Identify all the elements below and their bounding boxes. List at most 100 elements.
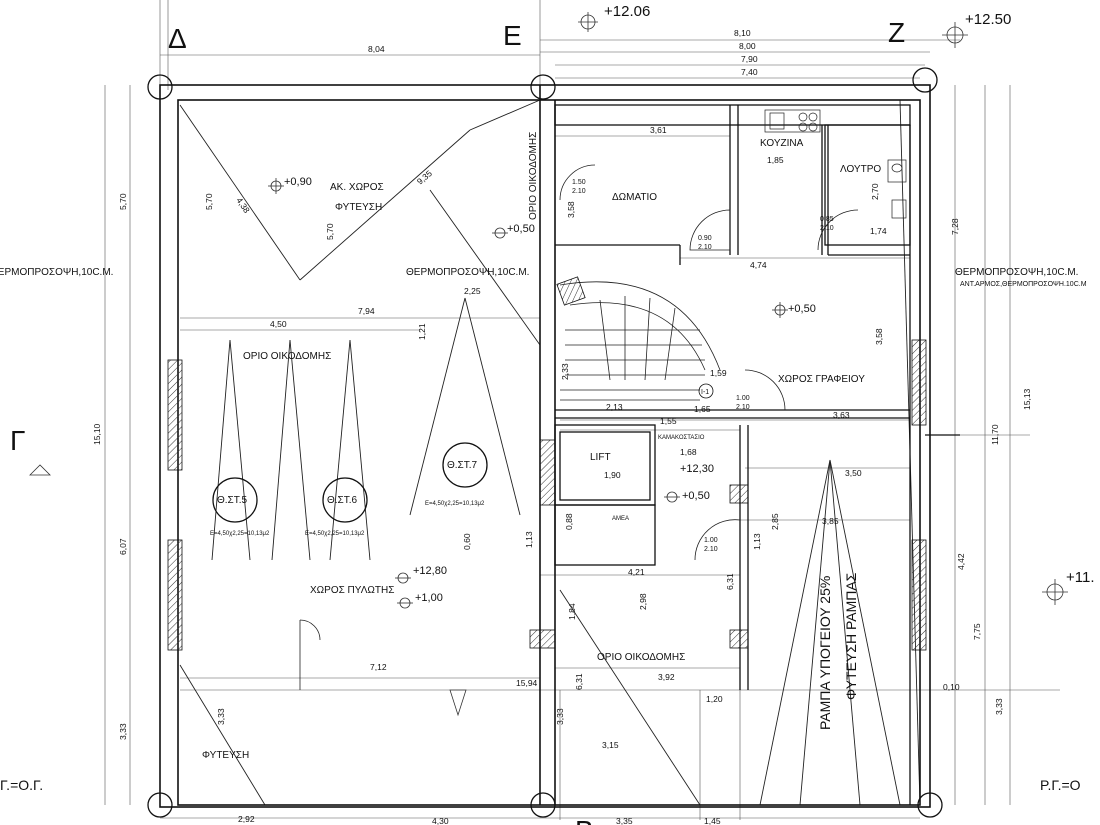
dim-1-21: 1,21: [417, 323, 427, 340]
hatched-columns: [167, 276, 927, 651]
dim-3-58-b: 3,58: [566, 201, 576, 218]
thermo-right-joint: ΑΝΤ.ΑΡΜΟΣ,ΘΕΡΜΟΠΡΟΣΟΨΗ.10C.M: [960, 281, 1087, 288]
staircase: [559, 281, 721, 401]
door-label-hall: 1.00: [704, 537, 718, 544]
elevation-right-edge: +11.: [1066, 569, 1095, 586]
door-label-bedroom-h: 2.10: [572, 188, 586, 195]
dim-11-70: 11,70: [990, 424, 1000, 445]
dim-6-31-b: 6,31: [725, 573, 735, 590]
dim-15-10: 15,10: [92, 423, 102, 445]
room-pilotis: ΧΩΡΟΣ ΠΥΛΩΤΗΣ: [310, 585, 394, 596]
elevation-office: +0,50: [788, 303, 816, 315]
axis-label-gamma: Γ: [10, 425, 25, 456]
ramp-label: ΡΑΜΠΑ ΥΠΟΓΕΙΟΥ 25%: [817, 576, 833, 730]
dim-2-85: 2,85: [770, 513, 780, 530]
parking-7-label: Θ.ΣΤ.7: [447, 460, 478, 471]
dim-15-13: 15,13: [1022, 388, 1032, 410]
dim-1-20: 1,20: [706, 694, 723, 704]
thermo-center: ΘΕΡΜΟΠΡΟΣΟΨΗ,10C.M.: [406, 267, 529, 278]
building-border-3: ΟΡΙΟ ΟΙΚΟΔΟΜΗΣ: [528, 132, 539, 220]
parking-6-area: Ε=4,50χ2,25=10,13μ2: [305, 531, 365, 537]
dim-4-38: 4,38: [234, 196, 252, 216]
door-label-bath-h: 2.10: [820, 225, 834, 232]
dim-8-00: 8,00: [739, 41, 756, 51]
axis-label-zeta: Z: [888, 17, 905, 48]
dim-3-50: 3,50: [845, 468, 862, 478]
ground-level-left: Γ.=Ο.Γ.: [0, 777, 43, 793]
dim-4-74: 4,74: [750, 260, 767, 270]
dim-7-28: 7,28: [950, 218, 960, 235]
door-label-bath: 0.85: [820, 216, 834, 223]
dim-4-30: 4,30: [432, 816, 449, 825]
dim-3-63: 3,63: [833, 410, 850, 420]
room-bath: ΛΟΥΤΡΟ: [840, 164, 881, 175]
door-label-bedroom: 1.50: [572, 179, 586, 186]
diagonal-lines: [179, 99, 921, 806]
dim-3-15: 3,15: [602, 740, 619, 750]
room-kamarakia: ΚΑΜΑΚΟΣΤΑΣΙΟ: [658, 435, 705, 441]
dim-7-12: 7,12: [370, 662, 387, 672]
dim-3-33-a: 3,33: [118, 723, 128, 740]
dim-2-25: 2,25: [464, 286, 481, 296]
elevation-markers: [29, 12, 1068, 717]
i1-marker-circle: [698, 383, 714, 399]
door-label-office-h: 2.10: [736, 404, 750, 411]
elevation-garden: +0,90: [284, 176, 312, 188]
room-office: ΧΩΡΟΣ ΓΡΑΦΕΙΟΥ: [778, 374, 865, 385]
dim-2-70: 2,70: [870, 183, 880, 200]
room-amea: ΑΜΕΑ: [612, 516, 629, 522]
parking-circles: [212, 442, 488, 523]
elevation-top-right: +12.50: [965, 11, 1011, 28]
axis-circles: [147, 67, 943, 818]
axis-label-epsilon: Ε: [503, 20, 522, 51]
dim-1-65: 1,65: [694, 404, 711, 414]
dim-2-33: 2,33: [560, 363, 570, 380]
dim-5-70-b: 5,70: [204, 193, 214, 210]
marker-i1: I-1: [701, 389, 709, 396]
ground-level-right: Ρ.Γ.=Ο: [1040, 777, 1081, 793]
dim-1-55: 1,55: [660, 416, 677, 426]
room-planting: ΦΥΤΕΥΣΗ: [202, 750, 249, 761]
building-border-1: ΟΡΙΟ ΟΙΚΟΔΟΜΗΣ: [243, 351, 331, 362]
dim-1-13: 1,13: [752, 533, 762, 550]
parking-6-label: Θ.ΣΤ.6: [327, 495, 358, 506]
parking-7-area: Ε=4,50χ2,25=10,13μ2: [425, 501, 485, 507]
dim-3-33-c: 3,33: [555, 708, 565, 725]
fixtures: [764, 109, 907, 219]
thermo-right: ΘΕΡΜΟΠΡΟΣΟΨΗ,10C.M.: [955, 267, 1078, 278]
dim-2-98: 2,98: [638, 593, 648, 610]
door-label-kitchen-h: 2.10: [698, 244, 712, 251]
dim-8-04: 8,04: [368, 44, 385, 54]
dim-1-74: 1,74: [870, 226, 887, 236]
dim-3-92: 3,92: [658, 672, 675, 682]
dim-3-61: 3,61: [650, 125, 667, 135]
room-garden-2: ΦΥΤΕΥΣΗ: [335, 202, 382, 213]
door-swings: [299, 164, 859, 690]
room-bedroom: ΔΩΜΑΤΙΟ: [612, 192, 657, 203]
dim-1-59: 1,59: [710, 368, 727, 378]
room-kitchen: ΚΟΥΖΙΝΑ: [760, 138, 804, 149]
dim-1-85: 1,85: [767, 155, 784, 165]
parking-5-label: Θ.ΣΤ.5: [217, 495, 248, 506]
parking-5-area: Ε=4,50χ2,25=10,13μ2: [210, 531, 270, 537]
dim-8-10: 8,10: [734, 28, 751, 38]
dim-3-33-b: 3,33: [216, 708, 226, 725]
elevation-top-center: +12.06: [604, 3, 650, 20]
elevation-pilotis-2: +1,00: [415, 592, 443, 604]
dim-3-85: 3,85: [822, 516, 839, 526]
door-label-kitchen: 0.90: [698, 235, 712, 242]
dim-2-13: 2,13: [606, 402, 623, 412]
elevation-stair: +0,50: [507, 223, 535, 235]
dim-5-70-c: 5,70: [325, 223, 335, 240]
dim-1-45: 1,45: [704, 816, 721, 825]
elevation-lift: +12,30: [680, 463, 714, 475]
interior-walls: [554, 104, 960, 805]
dim-1-13-b: 1,13: [524, 531, 534, 548]
dim-15-94: 15,94: [516, 678, 538, 688]
elevation-hall: +0,50: [682, 490, 710, 502]
dim-2-92: 2,92: [238, 814, 255, 824]
dim-7-40: 7,40: [741, 67, 758, 77]
room-garden-1: ΑΚ. ΧΩΡΟΣ: [330, 182, 384, 193]
dim-4-21: 4,21: [628, 567, 645, 577]
